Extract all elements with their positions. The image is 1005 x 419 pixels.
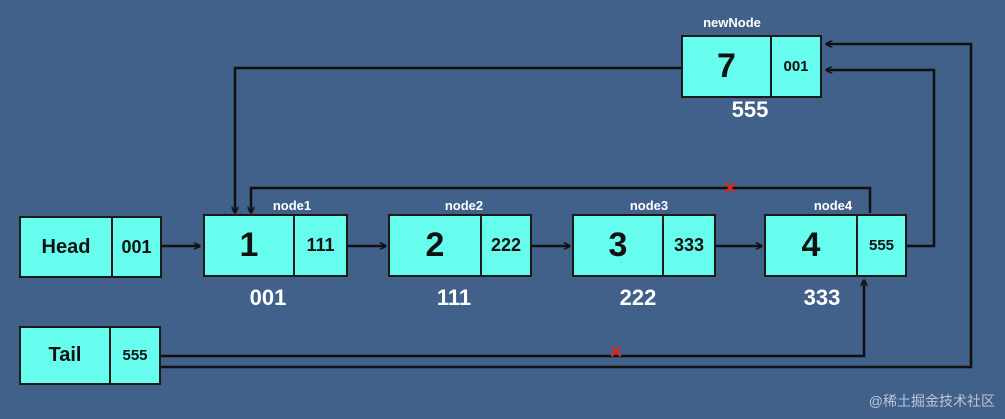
node1-box: 1 111 (203, 214, 348, 277)
arrow-tail-to-newnode (159, 44, 973, 369)
node2-box: 2 222 (388, 214, 532, 277)
node2-address: 111 (436, 285, 472, 310)
node1-value: 1 (205, 216, 295, 275)
arrow-node4-to-newnode (826, 70, 936, 248)
node3-address: 222 (619, 285, 657, 310)
head-pointer-value: 001 (121, 236, 152, 257)
removed-link-cross-bottom: × (609, 339, 623, 364)
node1-address: 001 (249, 285, 287, 310)
new-node-next: 001 (783, 58, 809, 75)
node4-address: 333 (803, 285, 841, 310)
arrow-tail-to-node4-removed (159, 280, 864, 358)
new-node-address: 555 (731, 97, 769, 122)
node2-value: 2 (390, 216, 482, 275)
node3-value: 3 (574, 216, 664, 275)
arrow-newnode-to-node1 (235, 66, 682, 213)
tail-pointer-value: 555 (122, 347, 148, 364)
new-node-tag: newNode (703, 15, 761, 30)
new-node-box: 7 001 (681, 35, 822, 98)
node4-tag: node4 (813, 198, 853, 213)
head-pointer-box: Head 001 (19, 216, 162, 278)
node4-next: 555 (868, 237, 895, 254)
node1-next: 111 (306, 235, 335, 255)
node1-tag: node1 (272, 198, 312, 213)
removed-link-cross-top: × (723, 175, 737, 200)
arrow-node4-to-node1-removed (251, 186, 872, 213)
node4-box: 4 555 (764, 214, 907, 277)
node3-tag: node3 (629, 198, 669, 213)
new-node-value: 7 (683, 37, 772, 96)
node3-next: 333 (673, 235, 705, 255)
watermark: @稀土掘金技术社区 (868, 393, 995, 409)
node3-box: 3 333 (572, 214, 716, 277)
node4-value: 4 (766, 216, 858, 275)
tail-label: Tail (21, 328, 111, 383)
tail-pointer-box: Tail 555 (19, 326, 161, 385)
node2-tag: node2 (444, 198, 484, 213)
node2-next: 222 (490, 235, 522, 255)
head-label: Head (21, 218, 113, 276)
